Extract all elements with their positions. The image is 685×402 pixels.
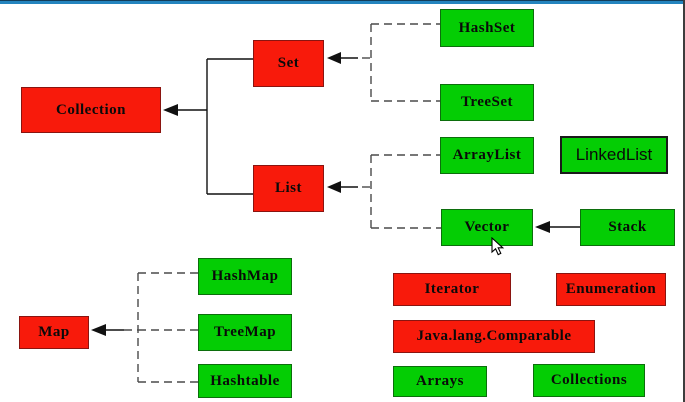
mouse-cursor-icon	[491, 237, 505, 256]
arrow-maps-to-map	[91, 272, 198, 383]
arrow-stack-to-vector	[535, 221, 580, 233]
node-treeset: TreeSet	[440, 84, 534, 121]
window-right-border	[683, 0, 685, 402]
node-map: Map	[19, 316, 89, 349]
node-hashmap: HashMap	[198, 258, 292, 295]
node-enumeration: Enumeration	[556, 273, 666, 306]
node-collection: Collection	[21, 87, 161, 133]
node-iterator: Iterator	[393, 273, 511, 306]
node-java-lang-comparable: Java.lang.Comparable	[393, 320, 595, 353]
node-set: Set	[253, 40, 324, 87]
node-list: List	[253, 165, 324, 212]
arrow-setlist-to-collection	[163, 58, 253, 195]
node-arraylist: ArrayList	[440, 137, 534, 174]
node-vector: Vector	[441, 209, 533, 246]
arrow-arraylist-vector-to-list	[327, 154, 441, 229]
node-hashtable: Hashtable	[198, 364, 292, 398]
node-stack: Stack	[580, 209, 675, 246]
arrow-hashset-treeset-to-set	[327, 23, 440, 102]
node-treemap: TreeMap	[198, 314, 292, 351]
node-arrays: Arrays	[393, 366, 487, 397]
node-linkedlist: LinkedList	[560, 136, 668, 174]
window-top-border	[0, 0, 685, 4]
node-hashset: HashSet	[440, 9, 534, 47]
node-collections: Collections	[533, 364, 645, 397]
